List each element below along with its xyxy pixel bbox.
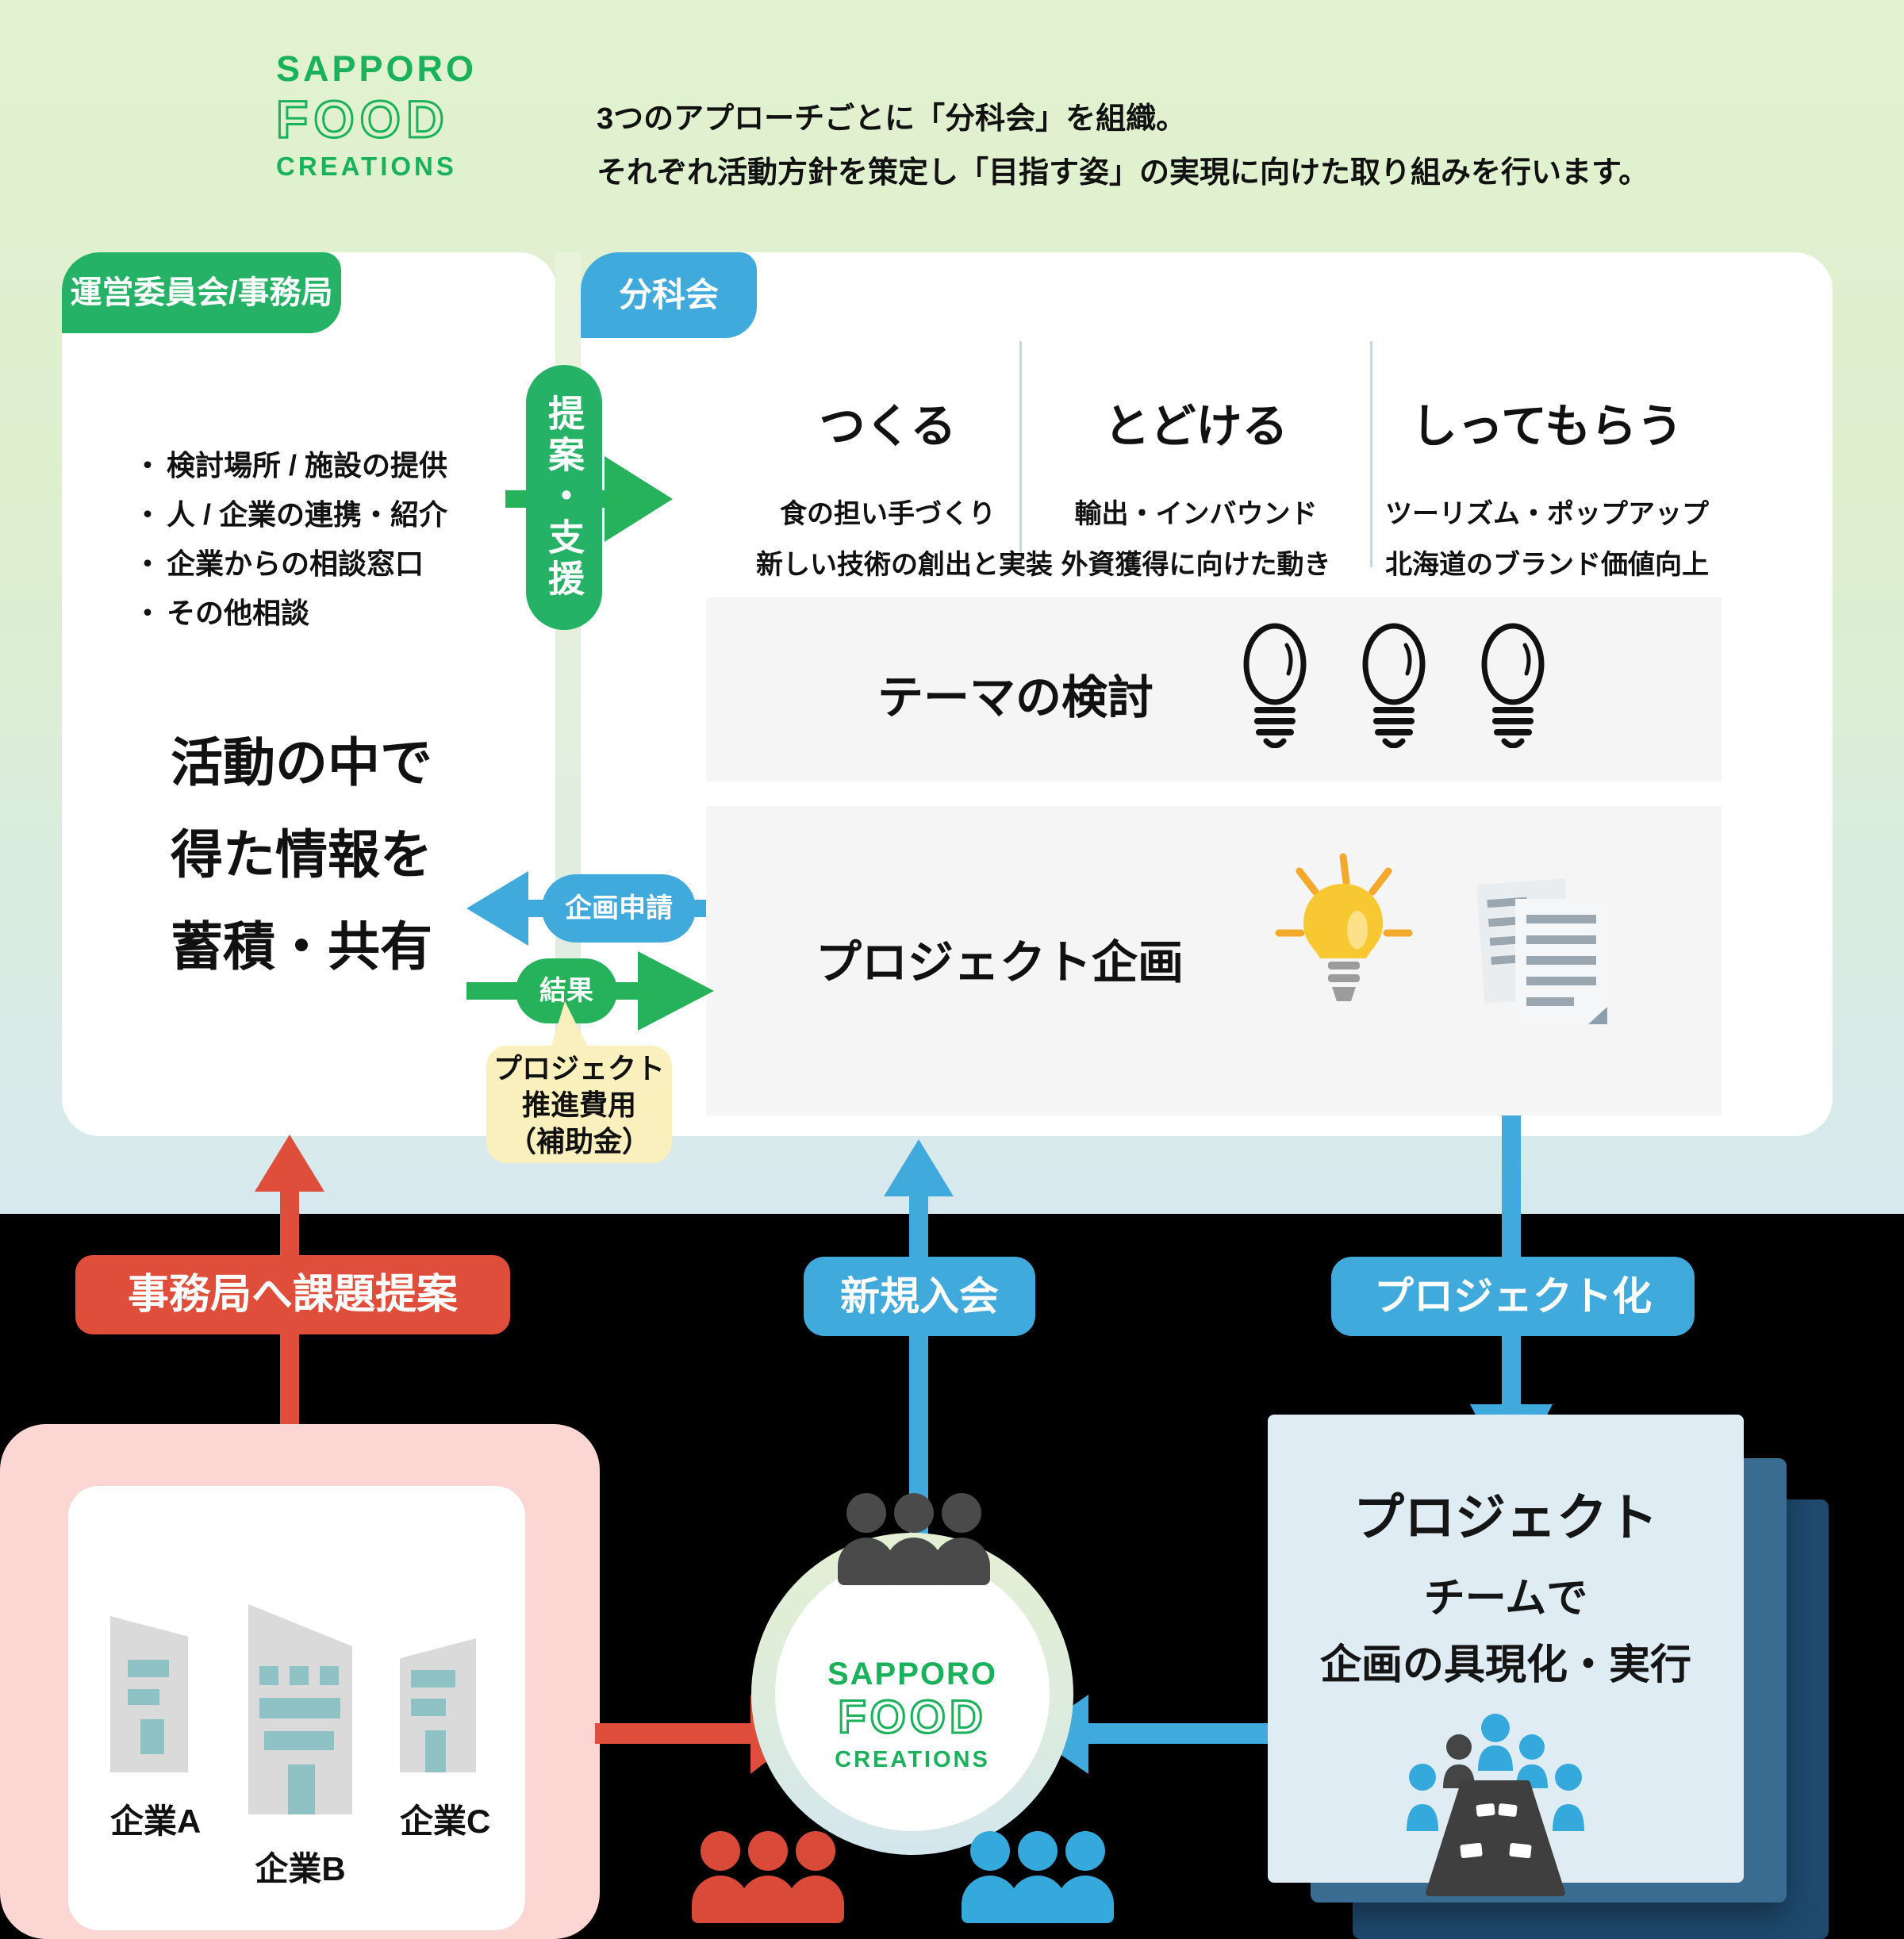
people-group-icon — [838, 1493, 990, 1585]
company-label: 企業B — [255, 1850, 346, 1887]
column-title-know: しってもらう — [1411, 401, 1683, 452]
hub-logo-creations: CREATIONS — [835, 1747, 990, 1772]
hub-logo-sapporo: SAPPORO — [827, 1657, 998, 1691]
header-line-2: それぞれ活動方針を策定し「目指す姿」の実現に向けた取り組みを行います。 — [597, 156, 1649, 190]
column-sub: 新しい技術の創出と実装 — [756, 550, 1053, 580]
project-card-title: プロジェクト — [1353, 1489, 1658, 1546]
theme-box — [706, 597, 1722, 781]
company-label: 企業C — [400, 1803, 491, 1840]
header-line-1: 3つのアプローチごとに「分科会」を組織。 — [597, 102, 1187, 136]
committee-bullet: 企業からの相談窓口 — [133, 539, 562, 589]
support-arrow-head — [605, 456, 673, 542]
hub-circle-inner — [775, 1557, 1050, 1831]
proposal-badge: 事務局へ課題提案 — [75, 1255, 510, 1334]
column-sub: 外資獲得に向けた動き — [1061, 550, 1331, 580]
info-note-line: 蓄積・共有 — [171, 917, 432, 976]
subcommittee-badge: 分科会 — [581, 252, 757, 338]
company-label: 企業A — [110, 1803, 202, 1840]
documents-icon — [1477, 878, 1607, 1024]
project-card-line: 企画の具現化・実行 — [1319, 1642, 1691, 1688]
hub-circle — [751, 1533, 1073, 1855]
join-arrow-head — [884, 1139, 954, 1196]
subsidy-note: プロジェクト 推進費用 （補助金） — [486, 1046, 672, 1163]
meeting-table-icon — [1407, 1714, 1584, 1896]
application-label: 企画申請 — [542, 874, 696, 943]
building-icon — [110, 1616, 188, 1772]
people-group-icon — [962, 1831, 1114, 1923]
projectize-badge: プロジェクト化 — [1331, 1257, 1695, 1336]
project-card-line: チームで — [1423, 1576, 1588, 1622]
logo-word-food: FOOD — [275, 90, 450, 148]
column-title-deliver: とどける — [1104, 401, 1288, 452]
info-note-line: 活動の中で — [171, 733, 432, 792]
committee-bullet: 検討場所 / 施設の提供 — [133, 441, 562, 490]
theme-box-title: テーマの検討 — [877, 672, 1154, 724]
bulb-yellow-icon — [1275, 853, 1413, 1001]
committee-badge: 運営委員会/事務局 — [62, 252, 341, 333]
result-label: 結果 — [516, 958, 617, 1023]
application-arrow-head — [466, 871, 528, 946]
subsidy-note-line: 推進費用 — [521, 1089, 636, 1121]
card-to-hub-line — [1087, 1723, 1271, 1744]
subsidy-note-line: （補助金） — [507, 1125, 651, 1158]
column-divider — [1370, 341, 1372, 567]
proposal-arrow-head — [255, 1135, 324, 1192]
committee-bullet: 人 / 企業の連携・紹介 — [133, 490, 562, 539]
support-pill: 提案・支援 — [526, 365, 602, 630]
subsidy-note-line: プロジェクト — [493, 1052, 665, 1085]
hub-logo: SAPPORO FOOD CREATIONS — [793, 1658, 1031, 1772]
join-badge: 新規入会 — [804, 1257, 1035, 1336]
column-sub: 北海道のブランド価値向上 — [1385, 550, 1709, 580]
bulb-outline-icon — [1362, 623, 1426, 748]
sfc-logo: SAPPORO FOOD CREATIONS — [275, 48, 538, 181]
hub-logo-food: FOOD — [837, 1691, 987, 1743]
result-arrow-head — [638, 951, 714, 1031]
building-icon — [248, 1604, 352, 1814]
people-group-icon — [692, 1831, 844, 1923]
companies-to-hub-line — [595, 1723, 754, 1744]
building-icon — [400, 1638, 476, 1772]
column-divider — [1019, 341, 1022, 567]
column-sub: ツーリズム・ポップアップ — [1385, 499, 1709, 529]
logo-word-sapporo: SAPPORO — [276, 48, 478, 89]
committee-bullet: その他相談 — [133, 589, 562, 638]
column-sub: 輸出・インバウンド — [1074, 499, 1318, 529]
committee-panel — [62, 252, 557, 1136]
column-title-create: つくる — [819, 401, 957, 452]
column-sub: 食の担い手づくり — [780, 499, 996, 529]
bulb-outline-icon — [1481, 623, 1545, 748]
project-planning-title: プロジェクト企画 — [815, 937, 1184, 989]
subsidy-note-tail — [551, 1001, 589, 1049]
logo-word-creations: CREATIONS — [276, 152, 457, 181]
info-note-line: 得た情報を — [171, 825, 432, 884]
bulb-outline-icon — [1243, 623, 1307, 748]
